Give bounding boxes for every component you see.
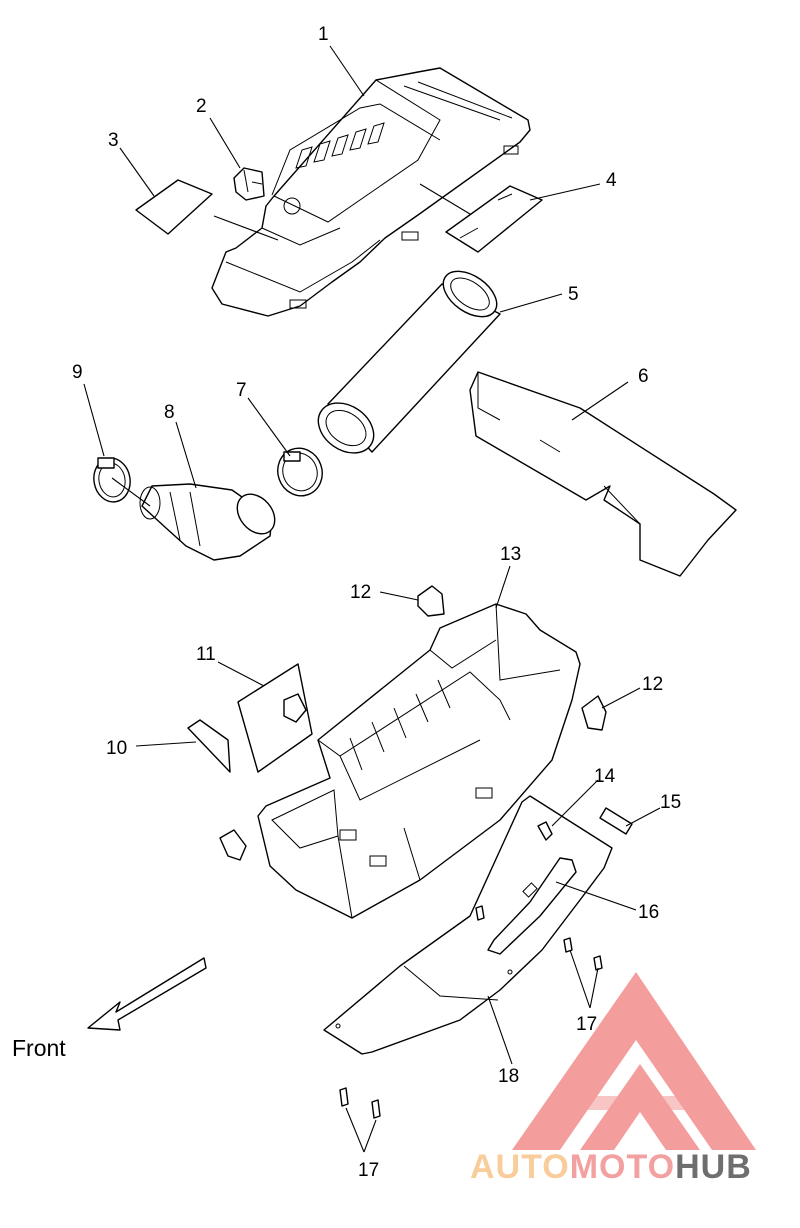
callout-18: 18 [498,1066,519,1087]
watermark-text-moto: MOTO [570,1148,675,1186]
callout-12-top: 12 [350,582,371,603]
callout-4: 4 [606,170,617,191]
callout-1: 1 [318,24,329,45]
part-12-clip-top [417,585,445,617]
part-1-airbox-cover [211,67,531,317]
part-10-plate [187,719,231,773]
watermark-text-hub: HUB [675,1148,752,1186]
front-label: Front [12,1035,66,1061]
part-18-bottom-plate [323,795,613,1055]
part-12-clip-right [581,695,607,731]
callout-5: 5 [568,284,579,305]
watermark-logo: AUTOMOTOHUB [470,972,756,1186]
callout-6: 6 [638,366,649,387]
part-17-screws-upper [475,905,603,971]
part-15-strip [599,807,633,835]
part-13-airbox-housing [257,603,581,919]
part-17-screws-lower [339,1087,381,1119]
callout-16: 16 [638,902,659,923]
callout-17-lower: 17 [358,1160,379,1181]
callout-3: 3 [108,130,119,151]
part-8-intake-boot [139,483,276,561]
callout-15: 15 [660,792,681,813]
watermark-text-auto: AUTO [470,1148,570,1186]
callout-numbers: 1 2 3 4 5 6 7 8 9 10 11 12 12 13 14 15 1… [12,24,681,1181]
leader-lines [83,45,661,1153]
callout-9: 9 [72,362,83,383]
callout-11: 11 [196,644,216,665]
callout-8: 8 [164,402,175,423]
callout-12-right: 12 [642,674,663,695]
callout-10: 10 [106,738,127,759]
callout-17-upper: 17 [576,1014,597,1035]
part-12-clip-left [219,829,247,861]
part-16-mount-bracket [487,857,577,955]
part-2-bracket [233,167,265,201]
callout-7: 7 [236,380,247,401]
part-6-foam-pad [469,371,737,577]
part-5-air-filter [317,270,501,454]
part-7-hose-clamp [277,447,323,497]
part-14-screw [537,821,553,841]
part-4-decal [445,185,543,253]
watermark-text: AUTOMOTOHUB [470,1148,752,1186]
part-11-gasket-sheet [237,663,313,773]
callout-14: 14 [594,766,616,787]
callout-13: 13 [500,544,521,565]
watermark-triangle-icon [512,972,756,1150]
front-direction-arrow [87,957,207,1031]
part-3-label [135,179,213,235]
callout-2: 2 [196,96,207,117]
part-9-hose-clamp [93,457,131,503]
